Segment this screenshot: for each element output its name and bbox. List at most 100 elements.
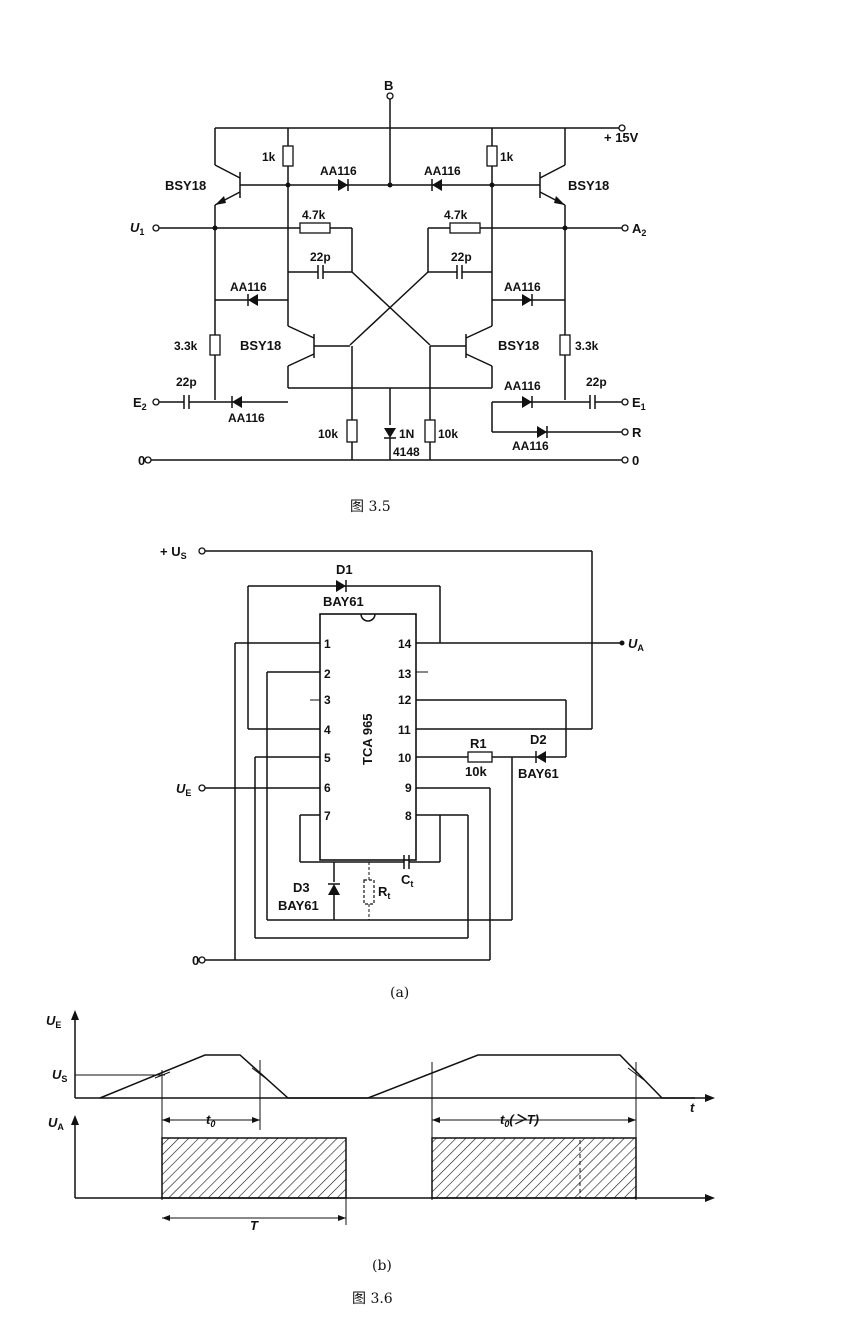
label-d-in-right-top: AA116: [504, 379, 541, 393]
label-ue: UE: [176, 781, 191, 798]
diode-aa116-mid-right: [522, 294, 532, 306]
label-t-top-right: BSY18: [568, 178, 609, 193]
figure-3-6a: + US TCA 965 1 2 3 4 5 6 7 14 13 12 11 1…: [160, 544, 644, 1001]
label-d2-type: BAY61: [518, 766, 559, 781]
resistor-10k-left: [346, 419, 358, 443]
caption-fig-3-6a: (a): [390, 985, 409, 1001]
label-c-in-left: 22p: [176, 375, 197, 389]
diode-aa116-mid-left: [248, 294, 258, 306]
pin-10: 10: [398, 751, 412, 765]
resistor-4-7k-left: [299, 222, 331, 234]
caption-fig-3-5: 图 3.5: [350, 499, 391, 515]
label-a2: A2: [632, 221, 646, 238]
label-t-bot-right: BSY18: [498, 338, 539, 353]
label-t0-short: t0: [206, 1112, 215, 1129]
ua-pulse-1: [161, 1137, 347, 1199]
label-us: + US: [160, 544, 187, 561]
label-r-33k-left: 3.3k: [174, 339, 198, 353]
label-d2: D2: [530, 732, 547, 747]
label-c-22p-left: 22p: [310, 250, 331, 264]
label-d-top-right: AA116: [424, 164, 461, 178]
label-d-mid-left: AA116: [230, 280, 267, 294]
label-r-10k-left: 10k: [318, 427, 338, 441]
label-e2: E2: [133, 395, 147, 412]
resistor-4-7k-right: [449, 222, 481, 234]
label-us-level: US: [52, 1067, 67, 1084]
label-gnd: 0: [192, 953, 199, 968]
label-d-in-right-bot: AA116: [512, 439, 549, 453]
pin-9: 9: [405, 781, 412, 795]
label-u1: U1: [130, 220, 144, 237]
label-d1: D1: [336, 562, 353, 577]
label-r-1k-right: 1k: [500, 150, 514, 164]
pin-8: 8: [405, 809, 412, 823]
diode-d2: [536, 751, 546, 763]
label-r-1k-left: 1k: [262, 150, 276, 164]
pin-13: 13: [398, 667, 412, 681]
diode-aa116-top-right: [432, 179, 442, 191]
label-gnd-right: 0: [632, 453, 639, 468]
label-ic: TCA 965: [360, 713, 375, 765]
pin-14: 14: [398, 637, 412, 651]
pin-6: 6: [324, 781, 331, 795]
label-c-in-right: 22p: [586, 375, 607, 389]
ue-waveform: [99, 1054, 695, 1099]
label-supply: + 15V: [604, 130, 639, 145]
diode-aa116-top-left: [338, 179, 348, 191]
label-gnd-left: 0: [138, 453, 145, 468]
resistor-1k-left: [282, 145, 294, 167]
figure-3-6b: UE t US t0 t0(＞T) UA: [46, 1010, 715, 1307]
resistor-1k-right: [486, 145, 498, 167]
label-d-top-left: AA116: [320, 164, 357, 178]
label-rt: Rt: [378, 884, 390, 901]
label-d1-type: BAY61: [323, 594, 364, 609]
label-t-bot-left: BSY18: [240, 338, 281, 353]
label-c-22p-right: 22p: [451, 250, 472, 264]
label-d-in-left: AA116: [228, 411, 265, 425]
label-t0-long: t0(＞T): [500, 1112, 539, 1129]
label-e1: E1: [632, 395, 646, 412]
label-r-47k-left: 4.7k: [302, 208, 326, 222]
ua-pulse-2: [431, 1137, 637, 1199]
resistor-rt: [363, 879, 375, 905]
resistor-10k-right: [424, 419, 436, 443]
label-ct: Ct: [401, 872, 413, 889]
label-r1-val: 10k: [465, 764, 487, 779]
diode-aa116-input-right-top: [522, 396, 532, 408]
label-d-mid-right: AA116: [504, 280, 541, 294]
pin-7: 7: [324, 809, 331, 823]
label-ue-axis: UE: [46, 1013, 61, 1030]
diode-1n4148: [384, 428, 396, 438]
pin-5: 5: [324, 751, 331, 765]
pin-2: 2: [324, 667, 331, 681]
label-r-47k-right: 4.7k: [444, 208, 468, 222]
label-d-1n: 1N: [399, 427, 414, 441]
diode-aa116-input-left: [232, 396, 242, 408]
figure-3-5: B + 15V 1k 1k AA116 AA116 BSY18: [130, 78, 646, 515]
pin-3: 3: [324, 693, 331, 707]
label-d3-type: BAY61: [278, 898, 319, 913]
pin-1: 1: [324, 637, 331, 651]
label-ua: UA: [628, 636, 644, 653]
pin-11: 11: [398, 723, 411, 737]
label-t-top-left: BSY18: [165, 178, 206, 193]
label-d3: D3: [293, 880, 310, 895]
resistor-3-3k-right: [559, 334, 571, 356]
label-ua-axis: UA: [48, 1115, 64, 1132]
diode-d1: [336, 580, 346, 592]
label-r-node: R: [632, 425, 642, 440]
label-r1: R1: [470, 736, 487, 751]
caption-fig-3-6: 图 3.6: [352, 1291, 393, 1307]
label-b: B: [384, 78, 393, 93]
label-r-10k-right: 10k: [438, 427, 458, 441]
resistor-3-3k-left: [209, 334, 221, 356]
label-period: T: [250, 1218, 259, 1233]
ic-tca965: [319, 613, 417, 861]
resistor-r1: [467, 751, 493, 763]
pin-4: 4: [324, 723, 331, 737]
label-r-33k-right: 3.3k: [575, 339, 599, 353]
caption-fig-3-6b: (b): [372, 1258, 392, 1274]
label-t-axis: t: [690, 1100, 695, 1115]
